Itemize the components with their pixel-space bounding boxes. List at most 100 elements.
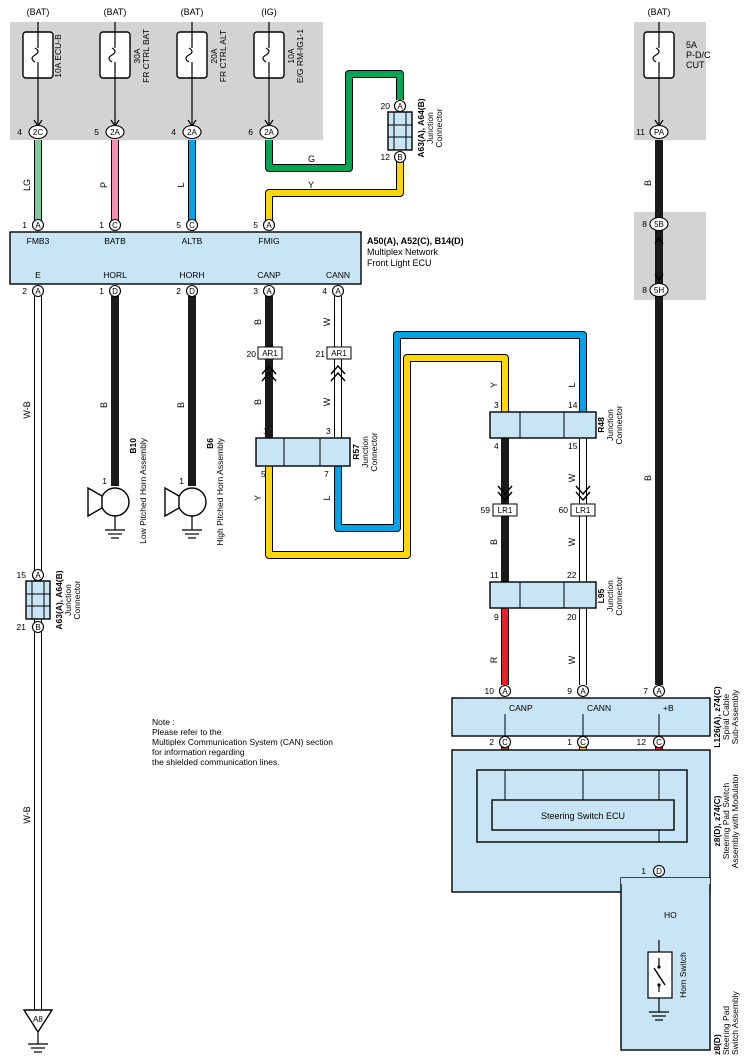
svg-text:HO: HO [664, 910, 677, 920]
svg-text:2: 2 [489, 737, 494, 747]
svg-text:C: C [189, 221, 195, 230]
svg-text:FMIG: FMIG [258, 236, 279, 246]
svg-text:2: 2 [176, 286, 181, 296]
svg-text:A: A [580, 687, 586, 696]
svg-text:59: 59 [481, 505, 491, 515]
svg-text:10: 10 [485, 686, 495, 696]
fuse-rating-label: 10A [286, 48, 296, 63]
svg-text:LR1: LR1 [498, 506, 513, 515]
steering-ecu-label: Steering Switch ECU [541, 811, 625, 821]
svg-text:Junction: Junction [605, 580, 615, 612]
svg-text:P: P [99, 182, 109, 188]
fuse-supply-label: (BAT) [27, 7, 50, 17]
fuse-supply-label: (IG) [261, 7, 277, 17]
svg-text:Note :: Note : [152, 717, 175, 727]
svg-text:D: D [656, 867, 662, 876]
svg-text:Assembly with Modulator: Assembly with Modulator [730, 774, 740, 869]
svg-text:4: 4 [17, 127, 22, 137]
svg-text:AR1: AR1 [262, 349, 278, 358]
fuse-supply-label: (BAT) [648, 7, 671, 17]
svg-text:1: 1 [102, 476, 107, 486]
svg-text:CANN: CANN [587, 703, 611, 713]
high-pitched-horn: 1 B6 High Pitched Horn Assembly [164, 437, 225, 546]
svg-text:Steering Pad Switch: Steering Pad Switch [721, 782, 731, 859]
svg-text:B: B [253, 399, 263, 405]
svg-text:2A: 2A [110, 128, 120, 137]
svg-text:15: 15 [568, 441, 578, 451]
svg-text:C: C [502, 738, 508, 747]
svg-text:1: 1 [567, 737, 572, 747]
svg-text:B: B [643, 475, 653, 481]
junction-connector-r57: 1 3 5 7 R57 Junction Connector [255, 426, 379, 479]
connector-lr1: 59 LR1 60 LR1 [481, 485, 596, 517]
junction-connector-a63-left: 15 A 21 B A63(A), A64(B) Junction Connec… [17, 568, 82, 634]
svg-text:A: A [35, 287, 41, 296]
svg-text:Front Light ECU: Front Light ECU [367, 258, 432, 268]
svg-text:B: B [253, 319, 263, 325]
svg-text:the shielded communication lin: the shielded communication lines. [152, 757, 280, 767]
svg-text:9: 9 [567, 686, 572, 696]
svg-text:LG: LG [22, 179, 32, 191]
svg-text:5: 5 [253, 220, 258, 230]
svg-text:5: 5 [261, 469, 266, 479]
svg-text:R57: R57 [351, 444, 361, 460]
spiral-cable: 10 A 9 A 7 A CANP CANN +B 2 C 1 C 12 C L… [451, 684, 740, 749]
svg-text:2A: 2A [264, 128, 274, 137]
fuse-supply-label: (BAT) [104, 7, 127, 17]
svg-text:Sub-Assembly: Sub-Assembly [730, 689, 740, 745]
svg-text:A: A [266, 221, 272, 230]
svg-text:Junction: Junction [605, 409, 615, 441]
svg-text:7: 7 [643, 686, 648, 696]
fuse-fr-ctrl-bat: (BAT) 30A FR CTRL BAT [99, 7, 151, 128]
svg-text:20: 20 [381, 101, 391, 111]
svg-text:CANP: CANP [257, 270, 281, 280]
svg-text:Multiplex Communication System: Multiplex Communication System (CAN) sec… [152, 737, 333, 747]
svg-text:+B: +B [663, 703, 674, 713]
fuse-rating-label: 20A [209, 48, 219, 63]
svg-text:A: A [266, 287, 272, 296]
svg-text:5: 5 [94, 127, 99, 137]
svg-text:2A: 2A [187, 128, 197, 137]
svg-text:12: 12 [637, 737, 647, 747]
svg-text:A: A [502, 687, 508, 696]
svg-text:HORH: HORH [179, 270, 204, 280]
svg-text:11: 11 [636, 127, 645, 137]
svg-text:1: 1 [99, 286, 104, 296]
fuse-name-label: P-D/C [686, 50, 711, 60]
svg-text:LR1: LR1 [576, 506, 591, 515]
fuse-rating-label: 5A [686, 40, 697, 50]
svg-text:Y: Y [308, 180, 314, 190]
svg-text:1: 1 [99, 220, 104, 230]
svg-text:B: B [643, 180, 653, 186]
svg-text:BATB: BATB [104, 236, 126, 246]
junction-connector-r48: 3 14 4 15 R48 Junction Connector [489, 400, 624, 451]
svg-text:HORL: HORL [103, 270, 127, 280]
svg-text:B: B [35, 623, 40, 632]
svg-text:2: 2 [22, 286, 27, 296]
svg-text:R48: R48 [596, 417, 606, 433]
svg-text:5B: 5B [654, 220, 664, 229]
svg-text:Y: Y [253, 495, 263, 501]
junction-connector-l95: 11 22 9 20 L95 Junction Connector [489, 570, 624, 622]
svg-text:1: 1 [22, 220, 27, 230]
svg-text:A: A [397, 102, 403, 111]
svg-text:W: W [322, 317, 332, 326]
svg-text:1: 1 [263, 426, 268, 436]
svg-text:A: A [335, 287, 341, 296]
svg-text:L: L [322, 495, 332, 500]
svg-text:R: R [489, 656, 499, 663]
svg-text:3: 3 [253, 286, 258, 296]
svg-text:B: B [99, 402, 109, 408]
svg-text:A: A [35, 221, 41, 230]
svg-text:A63(A), A64(B): A63(A), A64(B) [416, 98, 426, 157]
svg-text:ALTB: ALTB [182, 236, 203, 246]
svg-text:7: 7 [324, 469, 329, 479]
svg-text:4: 4 [322, 286, 327, 296]
fuse-rating-label: 30A [132, 48, 142, 63]
fuse-name-label-2: CUT [686, 60, 705, 70]
svg-text:4: 4 [171, 127, 176, 137]
svg-text:2C: 2C [33, 128, 43, 137]
svg-text:z8(D): z8(D) [712, 1034, 722, 1055]
svg-text:Steering Pad: Steering Pad [721, 1006, 731, 1055]
